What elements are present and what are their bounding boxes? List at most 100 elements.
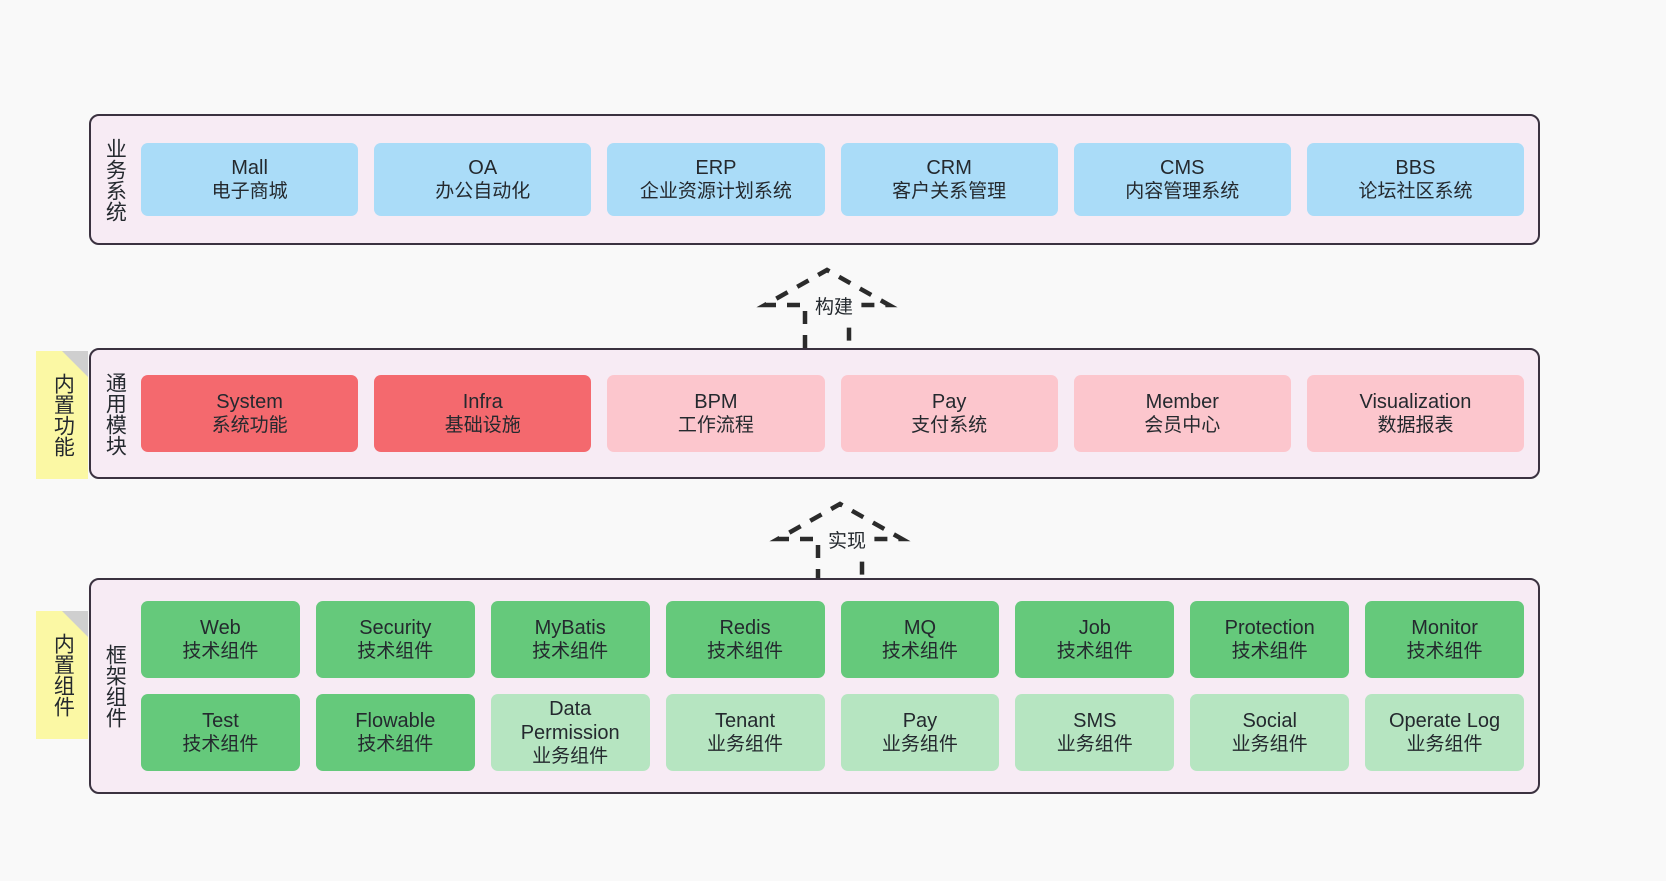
tile-title: BBS	[1395, 156, 1436, 179]
tile-subtitle: 基础设施	[444, 415, 521, 437]
tile-grid-common-modules: System 系统功能 Infra 基础设施 BPM 工作流程 Pay 支付系统…	[137, 350, 1538, 477]
tile-subtitle: 技术组件	[182, 641, 259, 663]
tile-subtitle: 技术组件	[1231, 641, 1308, 663]
tile-oa[interactable]: OA 办公自动化	[374, 143, 592, 216]
layer-framework-components: 框架组件 Web 技术组件 Security 技术组件 MyBatis 技术组件…	[89, 578, 1540, 794]
tile-title: OA	[468, 156, 498, 179]
tile-mall[interactable]: Mall 电子商城	[141, 143, 359, 216]
tile-subtitle: 业务组件	[1056, 734, 1133, 756]
tile-title: Data Permission	[520, 697, 620, 744]
build-arrow-label: 构建	[813, 292, 856, 319]
sticky-note-label: 内置组件	[51, 633, 75, 717]
tile-subtitle: 技术组件	[532, 641, 609, 663]
tile-title: Web	[200, 616, 241, 639]
tile-subtitle: 技术组件	[1056, 641, 1133, 663]
tile-title: SMS	[1073, 709, 1117, 732]
tile-subtitle: 电子商城	[211, 181, 288, 203]
tile-title: Member	[1145, 390, 1219, 413]
tile-subtitle: 支付系统	[911, 415, 988, 437]
tile-erp[interactable]: ERP 企业资源计划系统	[607, 143, 825, 216]
tile-title: Job	[1078, 616, 1111, 639]
tile-title: MyBatis	[534, 616, 606, 639]
tile-title: Test	[202, 709, 239, 732]
tile-subtitle: 会员中心	[1144, 415, 1221, 437]
tile-member[interactable]: Member 会员中心	[1073, 375, 1291, 452]
tile-row: Mall 电子商城 OA 办公自动化 ERP 企业资源计划系统 CRM 客户关系…	[141, 143, 1525, 216]
tile-test[interactable]: Test 技术组件	[141, 694, 300, 771]
tile-bpm[interactable]: BPM 工作流程	[607, 375, 825, 452]
tile-subtitle: 业务组件	[881, 734, 958, 756]
tile-cms[interactable]: CMS 内容管理系统	[1073, 143, 1291, 216]
tile-title: MQ	[903, 616, 937, 639]
sticky-note-builtin-features: 内置功能	[36, 351, 88, 479]
tile-subtitle: 业务组件	[1231, 734, 1308, 756]
tile-title: Infra	[462, 390, 503, 413]
tile-title: Redis	[719, 616, 771, 639]
tile-title: CRM	[926, 156, 972, 179]
tile-mybatis[interactable]: MyBatis 技术组件	[490, 601, 650, 678]
layer-label-common-modules: 通用模块	[103, 371, 127, 456]
tile-subtitle: 业务组件	[532, 746, 609, 768]
tile-title: Flowable	[355, 709, 436, 732]
build-arrow: 构建	[756, 262, 940, 350]
tile-system[interactable]: System 系统功能	[141, 375, 359, 452]
tile-grid-business-system: Mall 电子商城 OA 办公自动化 ERP 企业资源计划系统 CRM 客户关系…	[137, 116, 1538, 243]
tile-flowable[interactable]: Flowable 技术组件	[315, 694, 475, 771]
tile-subtitle: 工作流程	[677, 415, 754, 437]
sticky-fold-icon	[62, 611, 88, 637]
tile-subtitle: 办公自动化	[435, 181, 531, 203]
tile-subtitle: 技术组件	[881, 641, 958, 663]
tile-security[interactable]: Security 技术组件	[315, 601, 475, 678]
tile-title: ERP	[695, 156, 737, 179]
tile-crm[interactable]: CRM 客户关系管理	[840, 143, 1058, 216]
tile-protection[interactable]: Protection 技术组件	[1190, 601, 1350, 678]
tile-infra[interactable]: Infra 基础设施	[374, 375, 592, 452]
tile-sms[interactable]: SMS 业务组件	[1015, 694, 1175, 771]
sticky-fold-icon	[62, 351, 88, 377]
tile-pay-business[interactable]: Pay 业务组件	[840, 694, 1000, 771]
tile-operate-log[interactable]: Operate Log 业务组件	[1365, 694, 1524, 771]
tile-title: Visualization	[1359, 390, 1472, 413]
tile-grid-framework-components: Web 技术组件 Security 技术组件 MyBatis 技术组件 Redi…	[137, 580, 1538, 792]
tile-title: Tenant	[715, 709, 776, 732]
tile-visualization[interactable]: Visualization 数据报表	[1306, 375, 1525, 452]
tile-subtitle: 数据报表	[1377, 415, 1454, 437]
tile-title: Protection	[1224, 616, 1315, 639]
sticky-note-label: 内置功能	[51, 373, 75, 457]
layer-common-modules: 通用模块 System 系统功能 Infra 基础设施 BPM 工作流程 Pay…	[89, 348, 1540, 479]
tile-title: System	[216, 390, 283, 413]
tile-monitor[interactable]: Monitor 技术组件	[1365, 601, 1524, 678]
tile-row: Web 技术组件 Security 技术组件 MyBatis 技术组件 Redi…	[141, 601, 1524, 678]
tile-data-permission[interactable]: Data Permission 业务组件	[490, 694, 650, 771]
tile-tenant[interactable]: Tenant 业务组件	[665, 694, 825, 771]
tile-pay[interactable]: Pay 支付系统	[840, 375, 1058, 452]
tile-social[interactable]: Social 业务组件	[1190, 694, 1350, 771]
tile-title: Pay	[902, 709, 938, 732]
tile-row: System 系统功能 Infra 基础设施 BPM 工作流程 Pay 支付系统…	[141, 375, 1525, 452]
tile-subtitle: 技术组件	[357, 734, 434, 756]
layer-label-framework-components: 框架组件	[103, 644, 127, 728]
tile-subtitle: 技术组件	[707, 641, 784, 663]
tile-bbs[interactable]: BBS 论坛社区系统	[1306, 143, 1525, 216]
tile-title: Operate Log	[1388, 709, 1501, 732]
implement-arrow-label: 实现	[826, 526, 869, 553]
tile-subtitle: 内容管理系统	[1125, 181, 1240, 203]
tile-title: Monitor	[1411, 616, 1478, 639]
tile-title: CMS	[1160, 156, 1205, 179]
sticky-note-builtin-components: 内置组件	[36, 611, 88, 739]
tile-mq[interactable]: MQ 技术组件	[840, 601, 1000, 678]
tile-subtitle: 客户关系管理	[892, 181, 1007, 203]
tile-job[interactable]: Job 技术组件	[1015, 601, 1175, 678]
tile-title: Pay	[931, 390, 967, 413]
layer-label-business-system: 业务系统	[103, 137, 127, 222]
tile-row: Test 技术组件 Flowable 技术组件 Data Permission …	[141, 694, 1524, 771]
tile-redis[interactable]: Redis 技术组件	[665, 601, 825, 678]
layer-business-system: 业务系统 Mall 电子商城 OA 办公自动化 ERP 企业资源计划系统 CRM…	[89, 114, 1540, 245]
tile-subtitle: 系统功能	[211, 415, 288, 437]
tile-web[interactable]: Web 技术组件	[141, 601, 300, 678]
tile-subtitle: 企业资源计划系统	[639, 181, 792, 203]
tile-subtitle: 论坛社区系统	[1358, 181, 1473, 203]
tile-subtitle: 技术组件	[182, 734, 259, 756]
tile-subtitle: 业务组件	[1406, 734, 1483, 756]
